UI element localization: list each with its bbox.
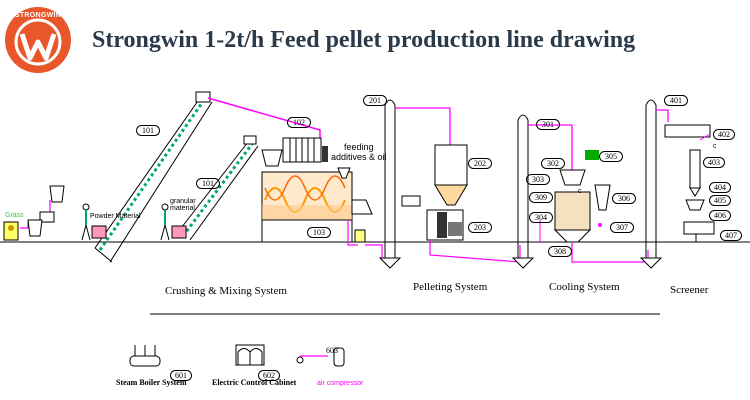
legend-control-cabinet: Electric Control Cabinet [212,378,297,387]
worker-granular-material [160,203,187,241]
pellet-mill-202-203 [401,144,468,241]
tag-405: 405 [709,195,731,206]
bucket-elevator-101-long [94,91,213,263]
tag-305: 305 [599,151,623,162]
tag-306: 306 [612,193,636,204]
steam-boiler-icon [129,345,161,367]
tag-602: 602 [258,370,280,381]
tag-103: 103 [307,227,331,238]
strongwin-logo [5,7,71,73]
section-screener: Screener [670,284,709,296]
grass-label: Grass [5,212,24,219]
tag-404: 404 [709,182,731,193]
bucket-elevator-101-short [177,135,259,241]
c-cooling-label: c [578,188,582,195]
tag-101: 101 [136,125,160,136]
powder-material-label: Powder Material [90,213,141,220]
c-screener-label: c [713,143,717,150]
tag-203: 203 [468,222,492,233]
tag-302: 302 [541,158,565,169]
legend-air-compressor: air compressor [317,380,364,387]
tag-102: 102 [287,117,311,128]
tag-307: 307 [610,222,634,233]
tag-403: 403 [703,157,725,168]
pelleting-elevator-201 [378,99,451,269]
tag-406: 406 [709,210,731,221]
screener-402-407 [664,124,715,242]
tag-308: 308 [548,246,572,257]
tag-603: 603 [326,346,338,355]
control-cabinet-icon [235,344,265,366]
worker-powder-material [81,203,107,241]
tag-402: 402 [713,129,735,140]
screener-elevator-401 [639,99,669,269]
cooler-302-308 [539,150,611,243]
section-cooling: Cooling System [549,281,620,293]
grass-feeder [3,185,65,241]
tag-304: 304 [529,212,553,223]
tag-202: 202 [468,158,492,169]
tag-401: 401 [664,95,688,106]
legend-steam-boiler: Steam Boiler System [116,378,187,387]
tag-301: 301 [536,119,560,130]
tag-101b: 101 [196,178,220,189]
pulse-filter-102 [261,137,328,167]
granular-material-label: granular material [170,198,196,212]
page-title: Strongwin 1-2t/h Feed pellet production … [92,27,636,53]
feeding-additives-label: feeding additives & oil [331,142,387,162]
tag-309: 309 [529,192,553,203]
mixer-103 [261,167,373,243]
logo-text: STRONGWIN [14,12,62,19]
section-pelleting: Pelleting System [413,281,488,293]
tag-303: 303 [526,174,550,185]
tag-601: 601 [170,370,192,381]
section-crushing-mixing: Crushing & Mixing System [165,285,287,297]
tag-407: 407 [720,230,742,241]
air-compressor-icon [296,347,345,367]
tag-201: 201 [363,95,387,106]
